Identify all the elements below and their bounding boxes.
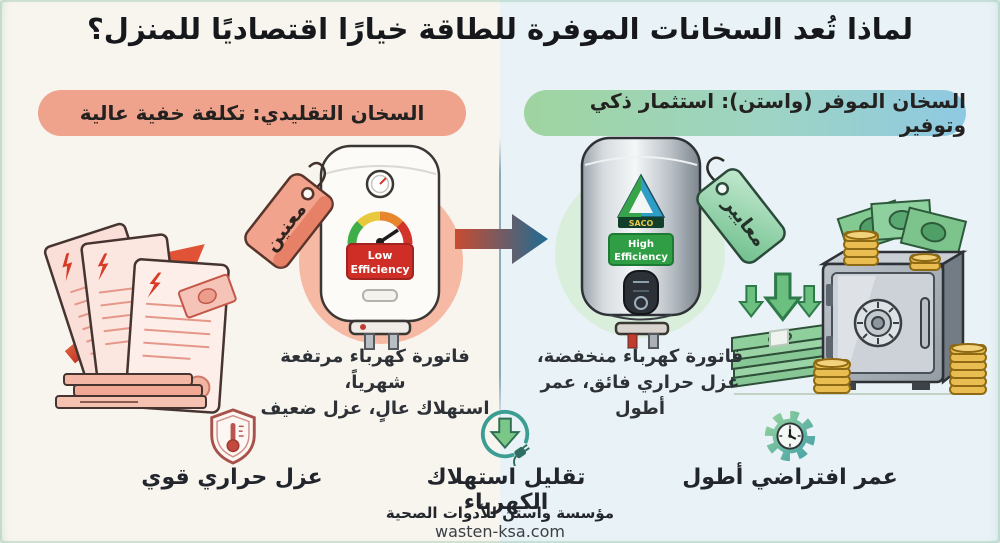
heater-bottom-fittings — [609, 314, 673, 349]
decreasing-cost-arrows-icon — [737, 272, 823, 323]
traditional-desc-line1: فاتورة كهرباء مرتفعة شهرياً، — [280, 346, 470, 394]
footer-website: wasten-ksa.com — [435, 522, 565, 541]
low-efficiency-text-line2: Efficiency — [350, 263, 409, 276]
small-banknote-icon — [177, 273, 237, 319]
traditional-description: فاتورة كهرباء مرتفعة شهرياً، استهلاك عال… — [253, 344, 497, 422]
safe-dial-icon — [853, 298, 903, 348]
coin-stacks-icon — [813, 230, 987, 395]
high-efficiency-badge: High Efficiency — [608, 233, 674, 266]
feature-label-lifespan: عمر افتراضي أطول — [682, 465, 898, 490]
temperature-gauge-icon — [365, 169, 395, 199]
low-efficiency-text-line1: Low — [368, 249, 393, 262]
traditional-price-tag-icon: معنين — [244, 161, 334, 269]
center-divider — [499, 138, 501, 428]
high-efficiency-text-line1: High — [628, 239, 654, 250]
gear-clock-icon — [764, 410, 816, 462]
brand-logo-icon: SACO — [616, 173, 666, 228]
traditional-heater-illustration: Low Efficiency — [299, 144, 463, 350]
footer-company-name: مؤسسة واستن للأدوات الصحية — [385, 504, 615, 522]
traditional-header-text: السخان التقليدي: تكلفة خفية عالية — [79, 101, 425, 125]
feature-label-insulation: عزل حراري قوي — [141, 465, 323, 490]
electricity-bills-illustration — [43, 222, 237, 414]
heater-panel-slot — [362, 289, 398, 302]
savings-safe-illustration — [731, 198, 987, 395]
shield-thermometer-icon — [210, 408, 256, 465]
efficient-price-tag-icon: معايير — [696, 156, 786, 264]
page-title: لماذا تُعد السخانات الموفرة للطاقة خيارً… — [86, 12, 913, 46]
traditional-desc-line2: استهلاك عالٍ، عزل ضعيف — [260, 398, 490, 420]
heater-bottom-fittings — [348, 319, 412, 350]
efficient-desc-line2: عزل حراري فائق، عمر أطول — [540, 372, 740, 420]
feature-label-consumption: تقليل استهلاك الكهرباء — [426, 465, 586, 515]
efficient-description: فاتورة كهرباء منخفضة، عزل حراري فائق، عم… — [518, 344, 762, 422]
heater-brand-label: SACO — [629, 219, 654, 228]
reduce-electricity-icon — [480, 409, 530, 466]
high-efficiency-text-line2: Efficiency — [614, 252, 668, 263]
paper-stack — [55, 373, 207, 409]
control-panel — [623, 270, 659, 315]
efficient-desc-line1: فاتورة كهرباء منخفضة، — [536, 346, 744, 367]
efficient-header-text: السخان الموفر (واستن): استثمار ذكي وتوفي… — [589, 89, 966, 137]
efficient-heater-illustration: SACO High Efficiency — [555, 136, 725, 349]
safe-handle — [920, 297, 930, 349]
efficient-header-pill: السخان الموفر (واستن): استثمار ذكي وتوفي… — [524, 89, 966, 137]
plug-icon — [513, 443, 530, 466]
comparison-arrow-icon — [455, 214, 548, 264]
low-efficiency-badge: Low Efficiency — [346, 211, 414, 280]
traditional-header-pill: السخان التقليدي: تكلفة خفية عالية — [38, 90, 466, 136]
